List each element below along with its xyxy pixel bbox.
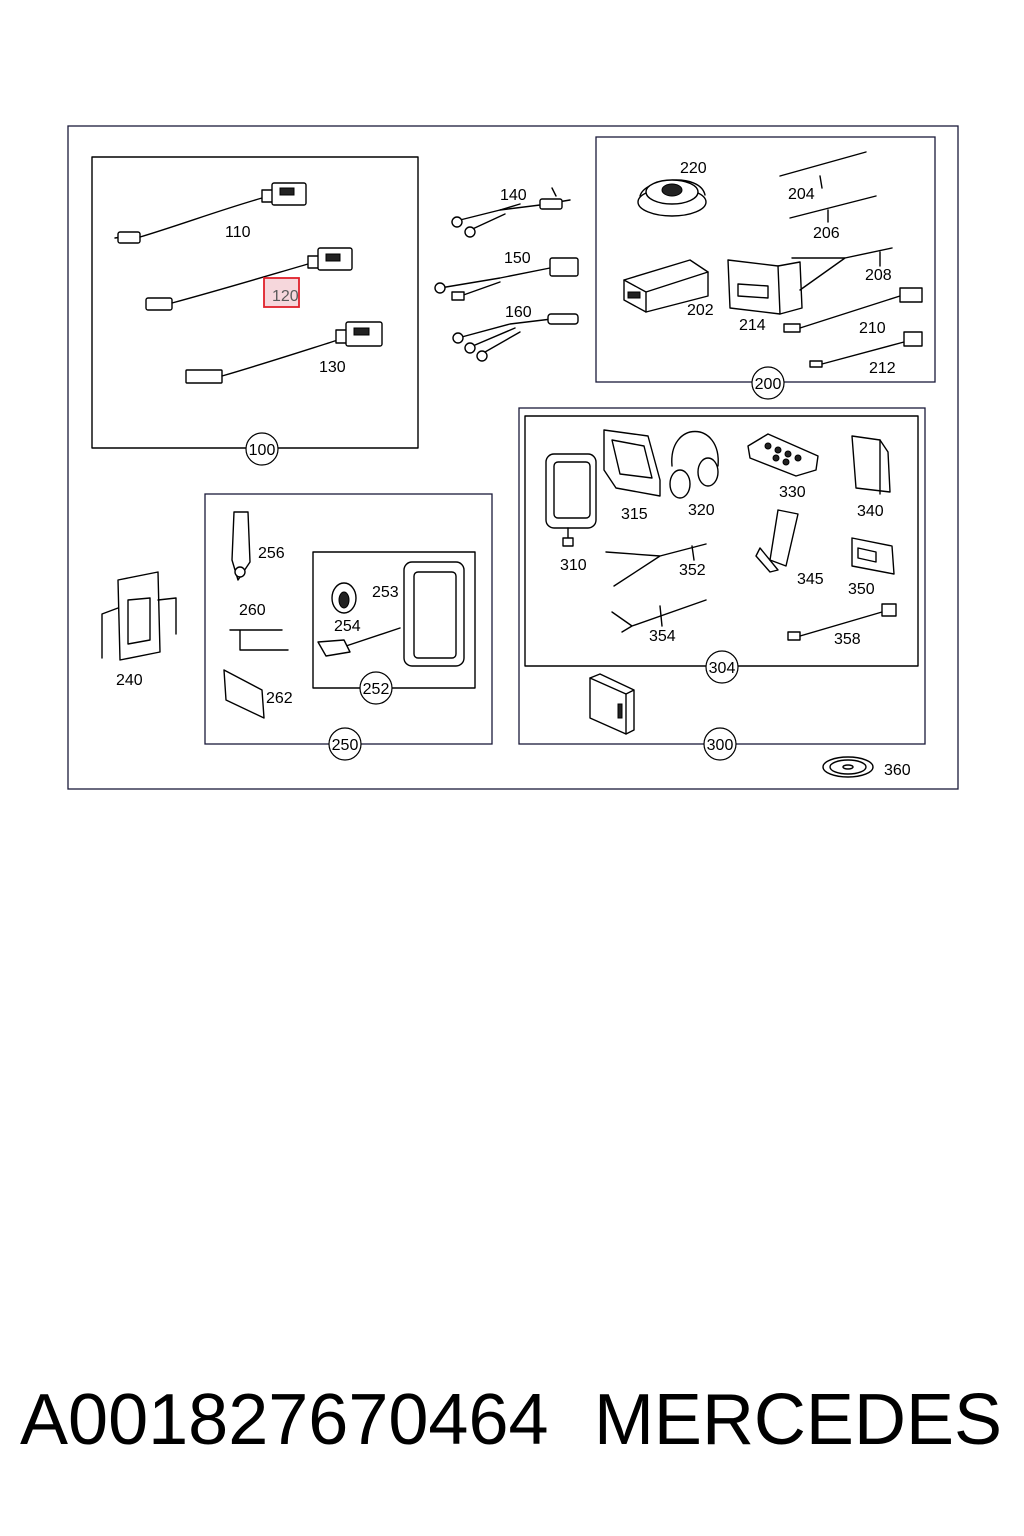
parts-diagram: 110 120 130 140 150 160 220 204 206 208 …: [67, 125, 959, 790]
cable-110[interactable]: [114, 182, 307, 244]
callout-315[interactable]: 315: [621, 506, 648, 523]
callout-204[interactable]: 204: [788, 186, 815, 203]
group-200-frame: [595, 136, 936, 383]
callout-110[interactable]: 110: [225, 224, 251, 241]
bracket-345[interactable]: [755, 509, 799, 573]
callout-100[interactable]: 100: [249, 442, 276, 459]
rod-208[interactable]: [791, 247, 893, 291]
remote-330[interactable]: [747, 433, 819, 477]
callout-253[interactable]: 253: [372, 584, 399, 601]
manual-350[interactable]: [851, 537, 895, 575]
callout-300[interactable]: 300: [707, 737, 734, 754]
harness-352[interactable]: [605, 543, 707, 587]
frame-315[interactable]: [603, 429, 661, 497]
callout-350[interactable]: 350: [848, 581, 875, 598]
bracket-256[interactable]: [231, 511, 251, 581]
cable-140[interactable]: [451, 187, 571, 238]
part-number: A001827670464: [20, 1380, 549, 1460]
callout-352[interactable]: 352: [679, 562, 706, 579]
callout-circle-252[interactable]: [359, 671, 393, 705]
cable-130[interactable]: [185, 321, 383, 384]
headphones-320[interactable]: [669, 431, 719, 499]
callout-150[interactable]: 150: [504, 250, 531, 267]
callout-circle-250[interactable]: [328, 727, 362, 761]
highlight-box-120: [263, 277, 300, 308]
group-252-frame: [312, 551, 476, 689]
monitor-310[interactable]: [545, 453, 597, 547]
callout-circle-200[interactable]: [751, 366, 785, 400]
device-340[interactable]: [851, 435, 891, 495]
strip-260[interactable]: [229, 629, 289, 651]
outer-frame: [67, 125, 959, 790]
rod-204[interactable]: [779, 151, 867, 177]
speaker-220[interactable]: [637, 179, 707, 217]
callout-200[interactable]: 200: [755, 376, 782, 393]
callout-160[interactable]: 160: [505, 304, 532, 321]
callout-254[interactable]: 254: [334, 618, 361, 635]
callout-140[interactable]: 140: [500, 187, 527, 204]
disc-360[interactable]: [822, 756, 874, 778]
callout-130[interactable]: 130: [319, 359, 346, 376]
callout-256[interactable]: 256: [258, 545, 285, 562]
button-254[interactable]: [331, 582, 357, 614]
callout-210[interactable]: 210: [859, 320, 886, 337]
cable-212[interactable]: [809, 331, 923, 368]
callout-260[interactable]: 260: [239, 602, 266, 619]
callout-340[interactable]: 340: [857, 503, 884, 520]
callout-304[interactable]: 304: [709, 660, 736, 677]
callout-206[interactable]: 206: [813, 225, 840, 242]
wire-254[interactable]: [317, 627, 401, 657]
holder-240[interactable]: [101, 571, 177, 661]
callouts: 110 120 130 140 150 160 220 204 206 208 …: [116, 160, 911, 779]
callout-354[interactable]: 354: [649, 628, 676, 645]
module-202[interactable]: [623, 259, 709, 313]
callout-252[interactable]: 252: [363, 681, 390, 698]
callout-360[interactable]: 360: [884, 762, 911, 779]
callout-214[interactable]: 214: [739, 317, 766, 334]
harness-354[interactable]: [611, 599, 707, 633]
callout-220[interactable]: 220: [680, 160, 707, 177]
cable-210[interactable]: [783, 287, 923, 333]
callout-358[interactable]: 358: [834, 631, 861, 648]
callout-120[interactable]: 120: [272, 288, 299, 305]
cable-160[interactable]: [452, 313, 579, 362]
cable-120[interactable]: [145, 247, 353, 311]
cable-358[interactable]: [787, 603, 897, 641]
cable-150[interactable]: [434, 257, 579, 301]
frame-253[interactable]: [403, 561, 465, 667]
callout-circle-100[interactable]: [245, 432, 279, 466]
callout-212[interactable]: 212: [869, 360, 896, 377]
callout-240[interactable]: 240: [116, 672, 143, 689]
film-262[interactable]: [223, 669, 265, 719]
callout-circle-304[interactable]: [705, 650, 739, 684]
callout-262[interactable]: 262: [266, 690, 293, 707]
module-300[interactable]: [589, 673, 635, 735]
rod-206[interactable]: [789, 195, 877, 219]
callout-310[interactable]: 310: [560, 557, 587, 574]
callout-202[interactable]: 202: [687, 302, 714, 319]
callout-circle-300[interactable]: [703, 727, 737, 761]
callout-208[interactable]: 208: [865, 267, 892, 284]
callout-320[interactable]: 320: [688, 502, 715, 519]
callout-250[interactable]: 250: [332, 737, 359, 754]
caption-bar: A001827670464 MERCEDES: [0, 1370, 1024, 1480]
callout-345[interactable]: 345: [797, 571, 824, 588]
callout-330[interactable]: 330: [779, 484, 806, 501]
manual-214[interactable]: [727, 259, 803, 315]
brand-name: MERCEDES: [593, 1380, 1002, 1460]
